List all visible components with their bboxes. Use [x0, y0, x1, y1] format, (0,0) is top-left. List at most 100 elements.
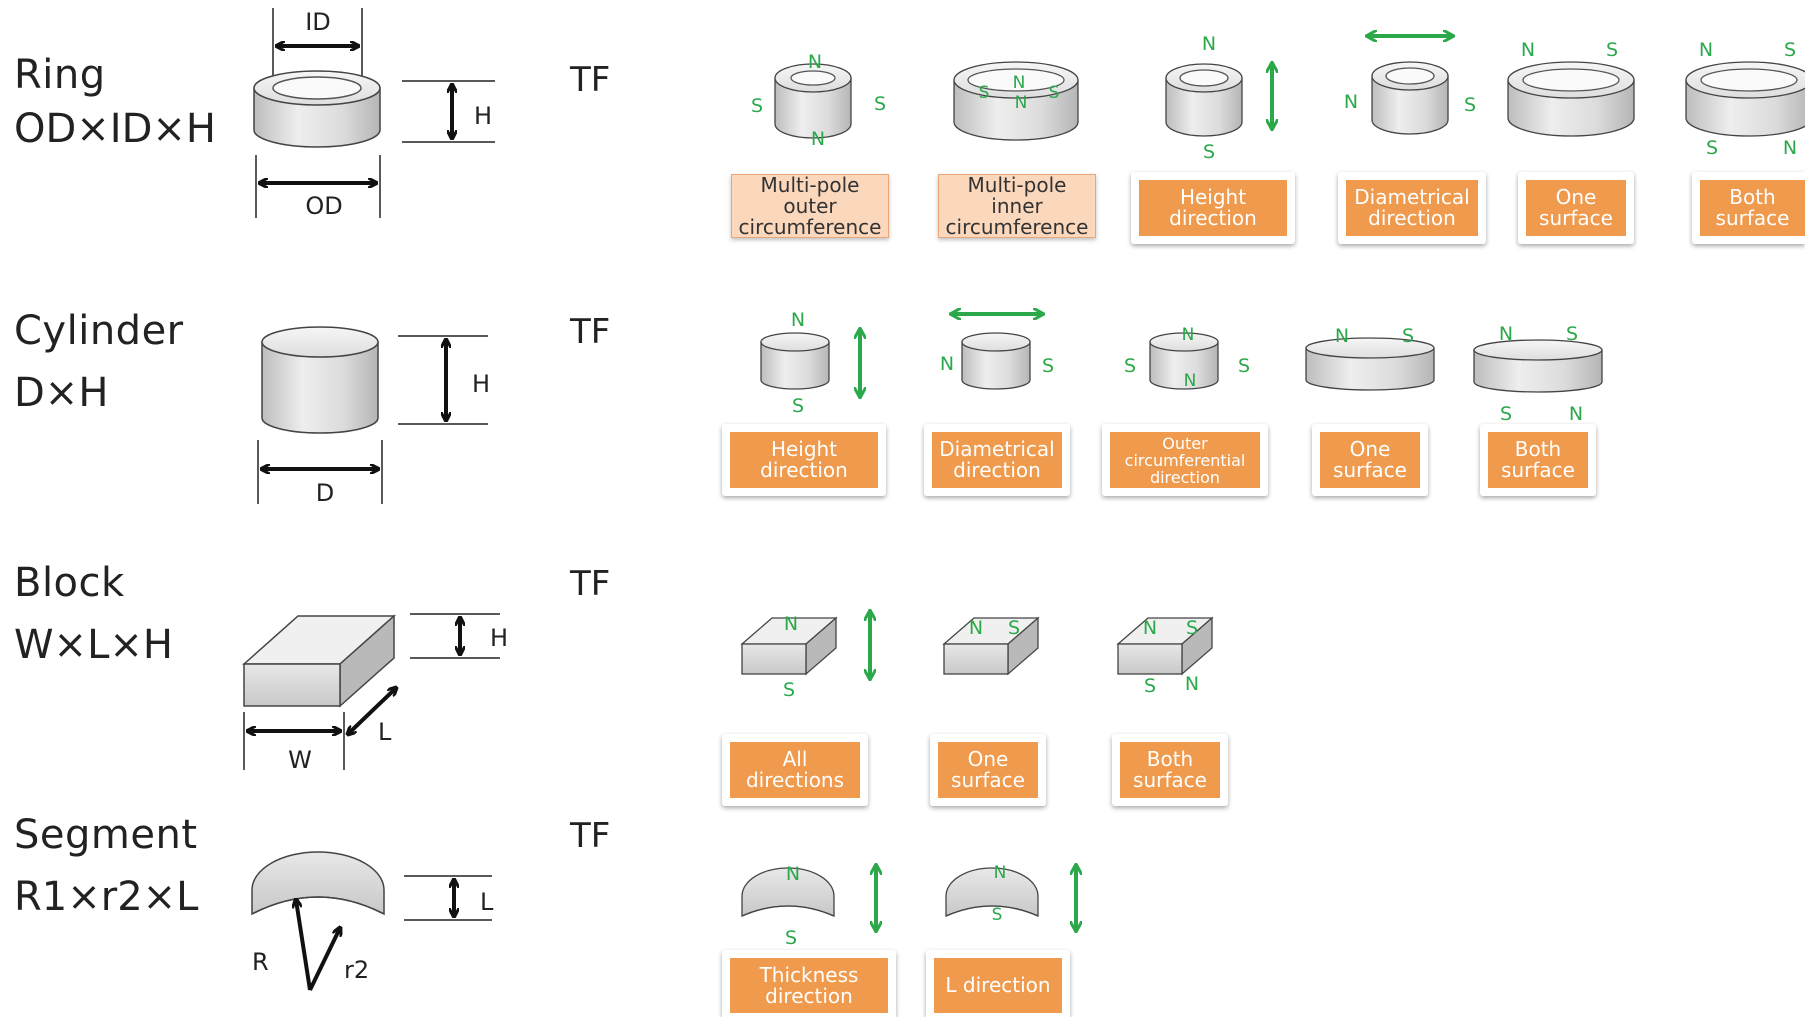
option-label: One	[1349, 437, 1391, 461]
option-label: L direction	[945, 973, 1051, 997]
south-pole-label: S	[785, 927, 797, 949]
ring-title: Ring	[14, 52, 106, 98]
south-pole-label: S	[1049, 83, 1060, 103]
option-label: surface	[1539, 206, 1613, 230]
option-label: Both	[1514, 437, 1562, 461]
segment-dim-r2: r2	[344, 956, 369, 984]
cylinder-dimensions: D×H	[14, 370, 109, 416]
ring-dim-id: ID	[305, 8, 331, 36]
south-pole-label: S	[783, 679, 795, 701]
ring-opt-one-surface-figure: N S	[1507, 39, 1635, 137]
option-label: circumferential	[1124, 450, 1246, 470]
option-label: All	[782, 747, 808, 771]
north-pole-label: N	[940, 353, 954, 375]
north-pole-label: N	[811, 128, 825, 150]
south-pole-label: S	[1238, 355, 1250, 377]
block-main-figure: H W L	[242, 613, 508, 774]
option-label: direction	[760, 458, 848, 482]
option-label: direction	[765, 983, 853, 1008]
ring-opt-both-surface-figure: N S S N	[1685, 39, 1805, 159]
segment-opt-thickness-figure: N S	[741, 863, 876, 949]
cylinder-title: Cylinder	[14, 308, 184, 354]
cylinder-grade: TF	[570, 312, 611, 352]
option-label: surface	[1501, 458, 1575, 482]
south-pole-label: S	[1186, 617, 1198, 639]
cylinder-dim-h: H	[472, 370, 490, 398]
south-pole-label: S	[751, 95, 763, 117]
cylinder-dim-d: D	[316, 479, 334, 507]
north-pole-label: N	[994, 863, 1007, 883]
cylinder-opt-one-surface-figure: N S	[1305, 325, 1435, 391]
option-label: circumference	[738, 214, 882, 239]
segment-grade: TF	[570, 816, 611, 856]
south-pole-label: S	[792, 395, 804, 417]
cylinder-main-figure: H D	[257, 326, 490, 507]
north-pole-label: N	[1521, 39, 1535, 61]
north-pole-label: N	[784, 613, 798, 635]
ring-main-figure: ID H OD	[253, 8, 495, 220]
north-pole-label: N	[1569, 403, 1583, 425]
ring-opt-diametrical-figure: N S	[1344, 36, 1476, 135]
segment-dim-r: R	[252, 948, 269, 976]
segment-option-l-direction: L direction	[926, 950, 1070, 1017]
ring-opt-outer-figure: N S S N	[751, 51, 886, 150]
option-label: circumference	[945, 214, 1089, 239]
south-pole-label: S	[1784, 39, 1796, 61]
north-pole-label: N	[786, 863, 800, 885]
north-pole-label: N	[1699, 39, 1713, 61]
north-pole-label: N	[969, 617, 983, 639]
ring-grade: TF	[570, 60, 611, 100]
north-pole-label: N	[1499, 323, 1513, 345]
segment-dimensions: R1×r2×L	[14, 874, 199, 920]
option-label: directions	[745, 768, 845, 792]
option-label: direction	[953, 458, 1041, 482]
north-pole-label: N	[1013, 73, 1026, 93]
north-pole-label: N	[1015, 93, 1028, 113]
block-dimensions: W×L×H	[14, 622, 173, 668]
segment-main-figure: L R r2	[251, 851, 494, 991]
segment-opt-l-direction-figure: N S	[945, 863, 1076, 930]
ring-dimensions: OD×ID×H	[14, 106, 216, 152]
option-label: Height	[770, 437, 838, 461]
block-opt-one-surface-figure: N S	[942, 616, 1040, 676]
cylinder-opt-diametrical-figure: N S	[940, 314, 1054, 390]
north-pole-label: N	[808, 51, 822, 73]
south-pole-label: S	[1124, 355, 1136, 377]
option-label: Diametrical	[1354, 185, 1470, 209]
option-label: direction	[1368, 206, 1456, 230]
block-opt-both-surface-figure: N S S N	[1116, 616, 1214, 697]
option-label: Both	[1729, 185, 1776, 209]
south-pole-label: S	[992, 905, 1003, 925]
south-pole-label: S	[1008, 617, 1020, 639]
south-pole-label: S	[1042, 355, 1054, 377]
south-pole-label: S	[1203, 141, 1215, 163]
option-label: Thickness	[759, 962, 859, 987]
segment-title: Segment	[14, 812, 198, 858]
option-label: surface	[1715, 206, 1790, 230]
north-pole-label: N	[791, 309, 805, 331]
block-dim-w: W	[288, 746, 312, 774]
option-label: Height	[1179, 185, 1247, 209]
option-label: Outer	[1162, 433, 1208, 453]
south-pole-label: S	[1464, 94, 1476, 116]
block-grade: TF	[570, 564, 611, 604]
south-pole-label: S	[1402, 325, 1414, 347]
ring-dim-od: OD	[305, 192, 342, 220]
ring-opt-inner-figure: N S S N	[953, 61, 1079, 141]
option-label: Diametrical	[939, 437, 1055, 461]
option-label: Both	[1146, 747, 1194, 771]
south-pole-label: S	[1606, 39, 1618, 61]
north-pole-label: N	[1335, 325, 1349, 347]
block-dim-l: L	[378, 718, 392, 746]
